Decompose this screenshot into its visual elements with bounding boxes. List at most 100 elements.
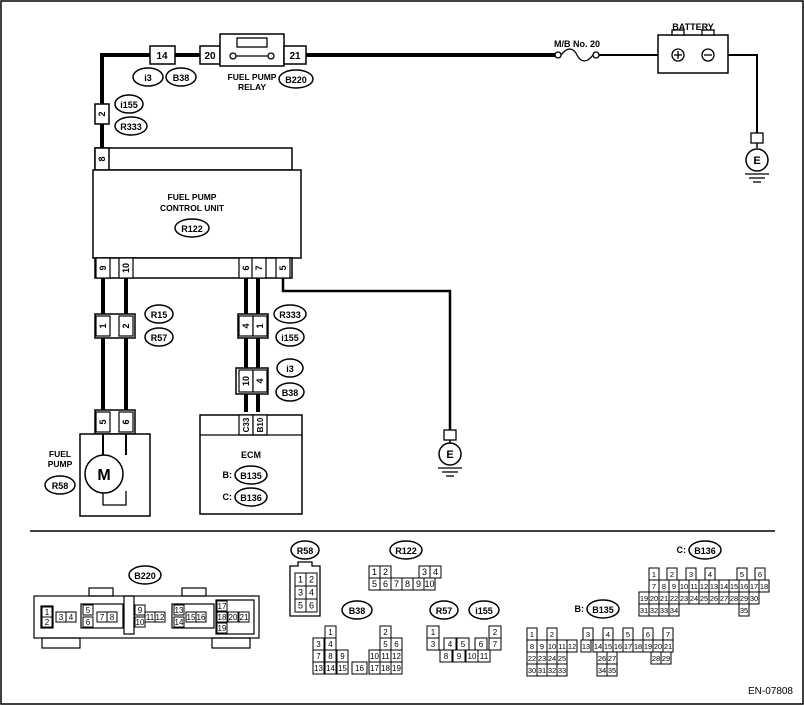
cv-b220-pin: 8	[110, 613, 115, 622]
cv-b220-pin: 20	[229, 613, 238, 622]
cv-b38-pin-cell	[312, 661, 325, 675]
diagram-id: EN-07808	[748, 686, 793, 697]
ecm-conn-b-prefix: B:	[223, 470, 233, 480]
left-connector-ref-1: i155	[120, 100, 138, 110]
battery-label: BATTERY	[672, 22, 714, 32]
fuel-pump-pin-6: 6	[121, 419, 131, 424]
cv-b136-pin: 21	[660, 594, 668, 603]
conn-r333-ref-1: R333	[279, 310, 301, 320]
cv-r57-pin: 7	[493, 640, 498, 649]
ground-label: E	[446, 449, 453, 461]
cv-b135-pin: 16	[614, 642, 622, 651]
cv-b135-pin: 8	[530, 642, 534, 651]
cv-b136-pin: 31	[640, 606, 648, 615]
cv-r122-pin: 10	[424, 579, 434, 589]
conn-i3-ref-1: i3	[286, 364, 294, 374]
cv-b136-pin: 18	[760, 582, 768, 591]
cv-b135-pin: 1	[530, 630, 534, 639]
battery-body	[657, 34, 729, 74]
cv-b220-pin: 15	[187, 613, 196, 622]
cv-r57-pin: 1	[431, 628, 436, 637]
cv-b38-pin: 6	[394, 640, 399, 649]
conn-i3-pin-4: 4	[255, 378, 265, 383]
cv-b136-pin: 12	[700, 582, 708, 591]
cv-r122-pin: 2	[383, 567, 388, 577]
battery-ground-icon	[745, 148, 769, 172]
cv-b136-pin: 9	[672, 582, 676, 591]
cv-b135-pin: 10	[548, 642, 556, 651]
conn-r15-ref-1: R15	[151, 310, 168, 320]
fuse-symbol	[560, 48, 594, 62]
cv-b136-pin: 11	[690, 582, 698, 591]
cv-b38-pin-cell	[324, 661, 337, 675]
control-unit-pin-9: 9	[98, 265, 108, 270]
cv-b135-pin: 12	[568, 642, 576, 651]
cv-b135-pin-cell	[580, 639, 592, 653]
cv-b38-pin: 7	[316, 652, 321, 661]
cv-b135-pin: 21	[664, 642, 672, 651]
cv-b136-pin: 16	[740, 582, 748, 591]
control-unit-label-2: CONTROL UNIT	[160, 203, 225, 213]
cv-r58-pin: 2	[309, 575, 314, 585]
cv-b136-prefix: C:	[677, 545, 687, 555]
cv-b220-pin: 16	[197, 613, 206, 622]
control-unit-pin-6: 6	[241, 265, 251, 270]
conn-r333-pin-4: 4	[241, 323, 251, 328]
cv-b220-pin: 7	[100, 613, 105, 622]
cv-b220-pin-cell	[216, 600, 228, 612]
cv-b136-pin: 10	[680, 582, 688, 591]
cv-b220-pin: 17	[218, 602, 227, 611]
cv-b135-pin-cell	[566, 639, 578, 653]
cv-b135-pin: 35	[608, 666, 616, 675]
cv-b135-pin-cell	[660, 651, 672, 665]
cv-r122-pin: 7	[394, 579, 399, 589]
cv-r57-pin-cell	[488, 637, 502, 651]
cv-b220-pin-cell	[238, 611, 250, 623]
cv-b136-pin: 4	[708, 570, 712, 579]
cv-b220-pin-cell	[173, 604, 185, 616]
cv-b136-pin: 19	[640, 594, 648, 603]
cv-b220-pin: 2	[45, 618, 50, 627]
top-connector-body	[149, 45, 176, 65]
cv-b136-pin: 5	[740, 570, 744, 579]
cv-b220	[33, 587, 260, 649]
cv-r122-title: R122	[395, 546, 417, 556]
cv-r122-pin: 4	[433, 567, 438, 577]
cv-b135-pin: 3	[586, 630, 590, 639]
cv-b136-pin: 28	[730, 594, 738, 603]
cv-b135-pin: 34	[598, 666, 606, 675]
cv-b135-pin: 28	[652, 654, 660, 663]
top-connector-ref-1: i3	[144, 73, 152, 83]
cv-b135-pin: 4	[606, 630, 610, 639]
conn-r15-pin-1: 1	[98, 323, 108, 328]
cv-b220-pin: 4	[69, 613, 74, 622]
cv-b136-pin-cell	[738, 603, 750, 617]
cv-r122-pin: 5	[372, 579, 377, 589]
cv-b135-pin: 22	[528, 654, 536, 663]
cv-r57-pin: 9	[457, 652, 462, 661]
cv-b220-pin-cell	[173, 616, 185, 628]
cv-b220-pin-cell	[154, 611, 166, 623]
relay-pin-out-box	[283, 45, 307, 65]
cv-b135-pin: 17	[624, 642, 632, 651]
cv-r58-pin: 4	[309, 588, 314, 598]
conn-r333-ref-2: i155	[281, 333, 299, 343]
cv-b136-pin: 27	[720, 594, 728, 603]
cv-b135-pin: 7	[666, 630, 670, 639]
cv-r57-title: R57	[436, 606, 453, 616]
cv-b136-pin: 15	[730, 582, 738, 591]
cv-b135-pin: 6	[646, 630, 650, 639]
cv-b135-pin-cell	[606, 663, 618, 677]
relay-pin-out: 21	[289, 51, 301, 62]
cv-b220-pin-cell	[134, 604, 146, 616]
control-unit-body	[92, 169, 302, 259]
cv-b220-pin-cell	[106, 611, 118, 623]
control-unit-label-1: FUEL PUMP	[168, 192, 217, 202]
cv-b136-pin: 26	[710, 594, 718, 603]
cv-b38-title: B38	[349, 606, 366, 616]
cv-b135-pin-cell	[556, 663, 568, 677]
